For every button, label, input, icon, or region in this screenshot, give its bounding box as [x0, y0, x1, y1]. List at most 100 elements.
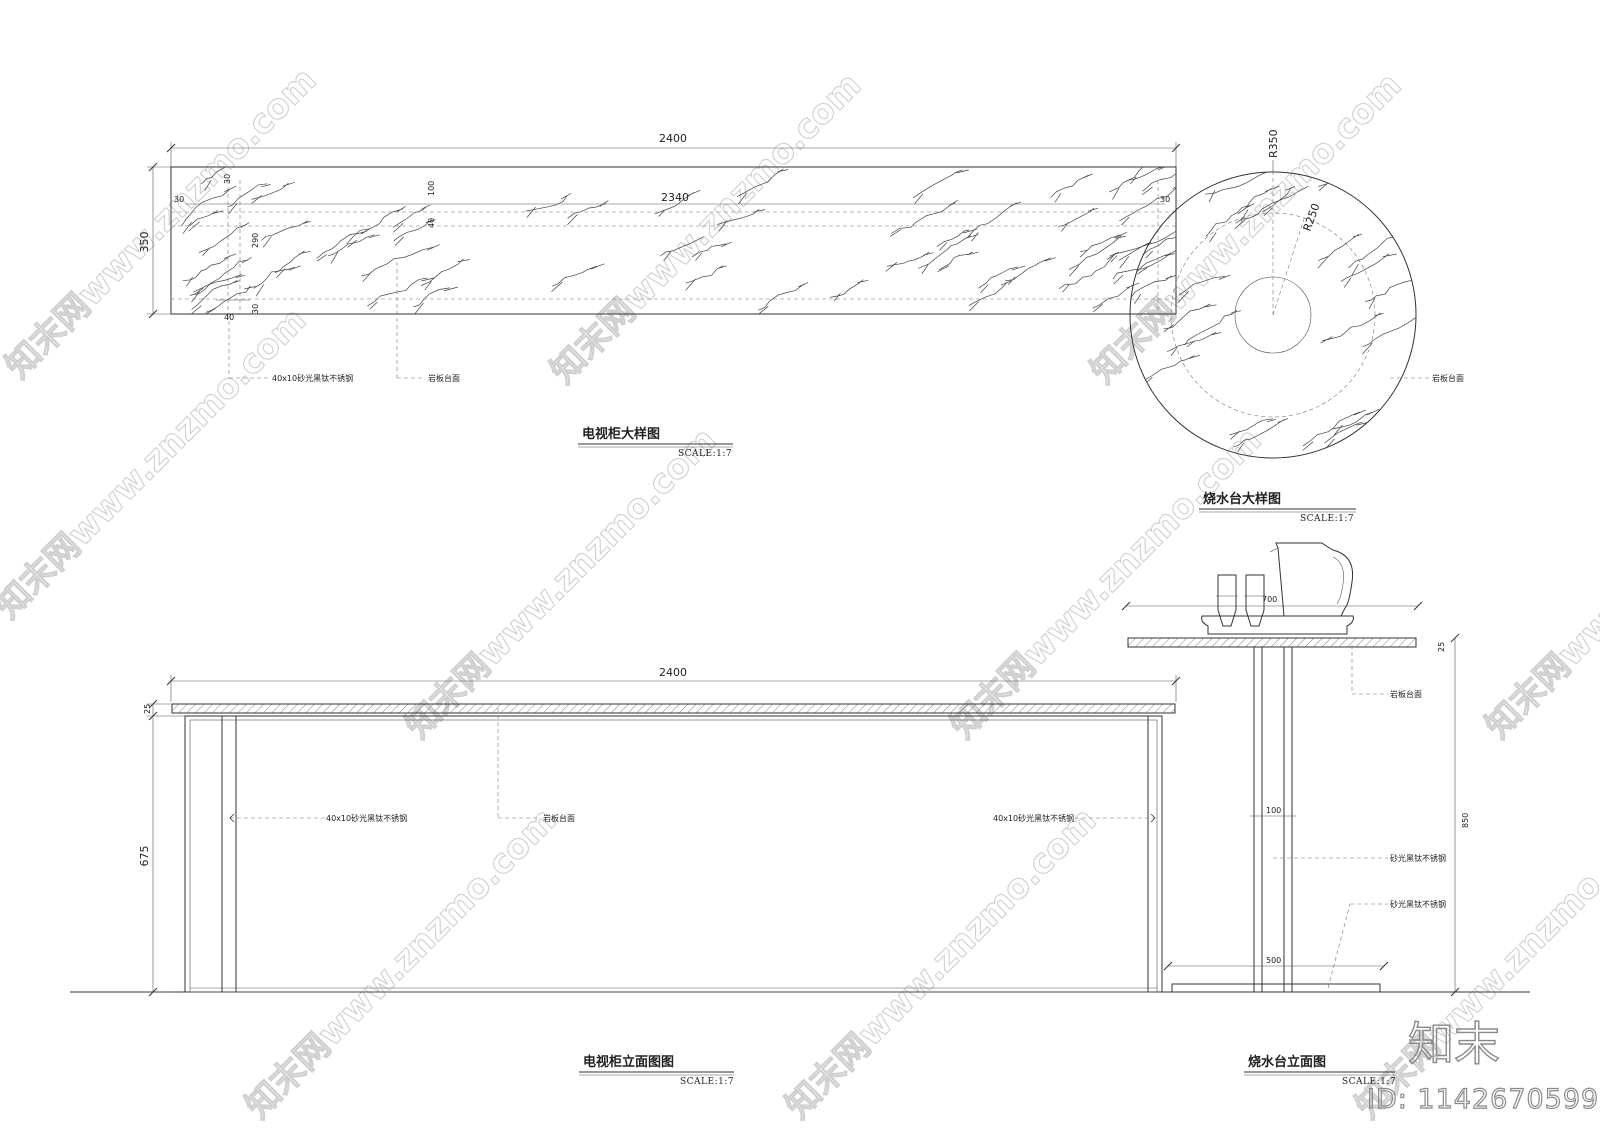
tv-cabinet-plan: 2400 2340 350 30 30 30 100 40 290 30 40 — [138, 132, 1181, 459]
watermark-text: 知末网www.znzmo.com — [778, 800, 1104, 1126]
watermark-text: 知末网www.znzmo.com — [543, 65, 869, 391]
marble-vein — [1348, 233, 1414, 277]
watermark-text: 知末网www.znzmo.com — [398, 420, 724, 746]
dim-overall-width: 2400 — [659, 132, 687, 145]
marble-vein — [716, 208, 766, 232]
marble-vein — [691, 241, 732, 261]
marble-vein — [188, 210, 224, 232]
elevation-scale: SCALE:1:7 — [680, 1077, 734, 1087]
elevation-scale: SCALE:1:7 — [1342, 1077, 1396, 1087]
kettle-table-plan: R350 R250 岩板台面 烧水台大样图 SCALE:1:7 — [1129, 129, 1464, 524]
marble-vein — [1205, 203, 1255, 243]
marble-vein — [660, 236, 704, 261]
marble-vein — [1184, 309, 1242, 348]
marble-vein — [1092, 282, 1140, 313]
dim-inner-width: 2340 — [661, 191, 689, 204]
watermark-text: 知末网www.znzmo.com — [943, 420, 1269, 746]
slab-top — [1127, 637, 1417, 648]
marble-vein — [1142, 354, 1201, 385]
marble-vein — [1204, 172, 1275, 203]
marble-vein — [367, 277, 435, 310]
radius-inner: R250 — [1301, 202, 1323, 233]
note-top: 岩板台面 — [1432, 373, 1464, 383]
marble-vein — [182, 253, 237, 287]
marble-vein — [936, 228, 977, 251]
marble-vein — [251, 181, 296, 204]
dim-290: 290 — [251, 233, 260, 248]
plan-title: 烧水台大样图 — [1203, 491, 1281, 507]
dim-depth: 350 — [138, 232, 151, 253]
marble-vein — [551, 263, 605, 292]
marble-vein — [1340, 253, 1397, 288]
marble-vein — [1106, 230, 1176, 263]
marble-vein — [227, 183, 271, 215]
marble-vein — [1302, 409, 1367, 451]
table-base — [1171, 983, 1381, 993]
marble-vein — [1166, 331, 1221, 357]
marble-vein — [1058, 207, 1099, 232]
elevation-title: 烧水台立面图 — [1248, 1054, 1326, 1070]
marble-vein — [1229, 418, 1277, 440]
marble-vein — [198, 222, 250, 257]
marble-vein — [1177, 274, 1231, 304]
plan-scale: SCALE:1:7 — [1300, 514, 1354, 524]
dim-700: 700 — [1262, 595, 1277, 604]
note-top: 岩板台面 — [543, 813, 575, 823]
elevation-title: 电视柜立面图图 — [583, 1054, 674, 1070]
marble-vein — [193, 274, 246, 295]
marble-vein — [1005, 257, 1056, 285]
marble-vein — [1383, 172, 1416, 193]
dim-500: 500 — [1266, 956, 1281, 965]
marble-vein — [181, 185, 237, 234]
tv-cabinet-elevation: 2400 25 675 40x10砂光黑钛不锈钢 岩板台面 40x10砂光黑钛不… — [70, 666, 1530, 1087]
marble-vein — [1332, 408, 1380, 436]
plan-scale: SCALE:1:7 — [678, 449, 732, 459]
dim-850: 850 — [1461, 813, 1470, 828]
dim-30-left: 30 — [174, 195, 184, 204]
marble-vein — [413, 286, 458, 314]
watermark-text: 知末网www.znzmo.com — [1478, 420, 1600, 746]
id-label: ID: 1142670599 — [1367, 1084, 1599, 1115]
marble-vein — [567, 200, 609, 226]
dim-100: 100 — [427, 181, 436, 196]
marble-vein — [968, 280, 1012, 312]
cabinet-body — [184, 715, 1163, 993]
note-steel-right: 40x10砂光黑钛不锈钢 — [993, 813, 1074, 823]
marble-vein — [346, 206, 406, 248]
marble-vein — [1317, 233, 1363, 269]
dim-top-thickness: 25 — [1437, 642, 1446, 652]
marble-vein — [1079, 231, 1128, 258]
marble-vein — [261, 220, 311, 248]
marble-vein — [1050, 173, 1093, 203]
marble-vein — [1142, 236, 1176, 259]
tea-set — [1201, 542, 1354, 635]
marble-vein — [361, 244, 440, 282]
marble-vein — [1233, 418, 1289, 453]
marble-vein — [978, 265, 1026, 294]
marble-vein — [736, 168, 789, 205]
marble-vein — [253, 265, 301, 297]
marble-vein — [327, 234, 380, 264]
marble-vein — [758, 282, 809, 314]
note-steel-left: 40x10砂光黑钛不锈钢 — [326, 813, 407, 823]
marble-vein — [830, 279, 869, 302]
marble-vein — [1163, 303, 1217, 333]
slab-top — [171, 703, 1176, 714]
marble-vein — [685, 265, 727, 291]
watermark-text: 知末网www.znzmo.com — [1083, 65, 1409, 391]
watermark-text: 知末网www.znzmo.com — [238, 800, 564, 1126]
dim-30-right: 30 — [1160, 195, 1170, 204]
dim-overall-width: 2400 — [659, 666, 687, 679]
note-steel-1: 砂光黑钛不锈钢 — [1390, 853, 1446, 863]
dim-30-bottom: 30 — [251, 304, 260, 314]
marble-vein — [525, 193, 572, 218]
marble-vein — [189, 257, 252, 303]
marble-top-outline — [170, 166, 1177, 315]
marble-vein — [1112, 252, 1175, 285]
note-steel-2: 砂光黑钛不锈钢 — [1390, 899, 1446, 909]
marble-vein — [421, 258, 470, 291]
brand-logo: 知末 — [1408, 1017, 1500, 1071]
marble-vein — [890, 200, 958, 237]
marble-vein — [1261, 185, 1309, 217]
